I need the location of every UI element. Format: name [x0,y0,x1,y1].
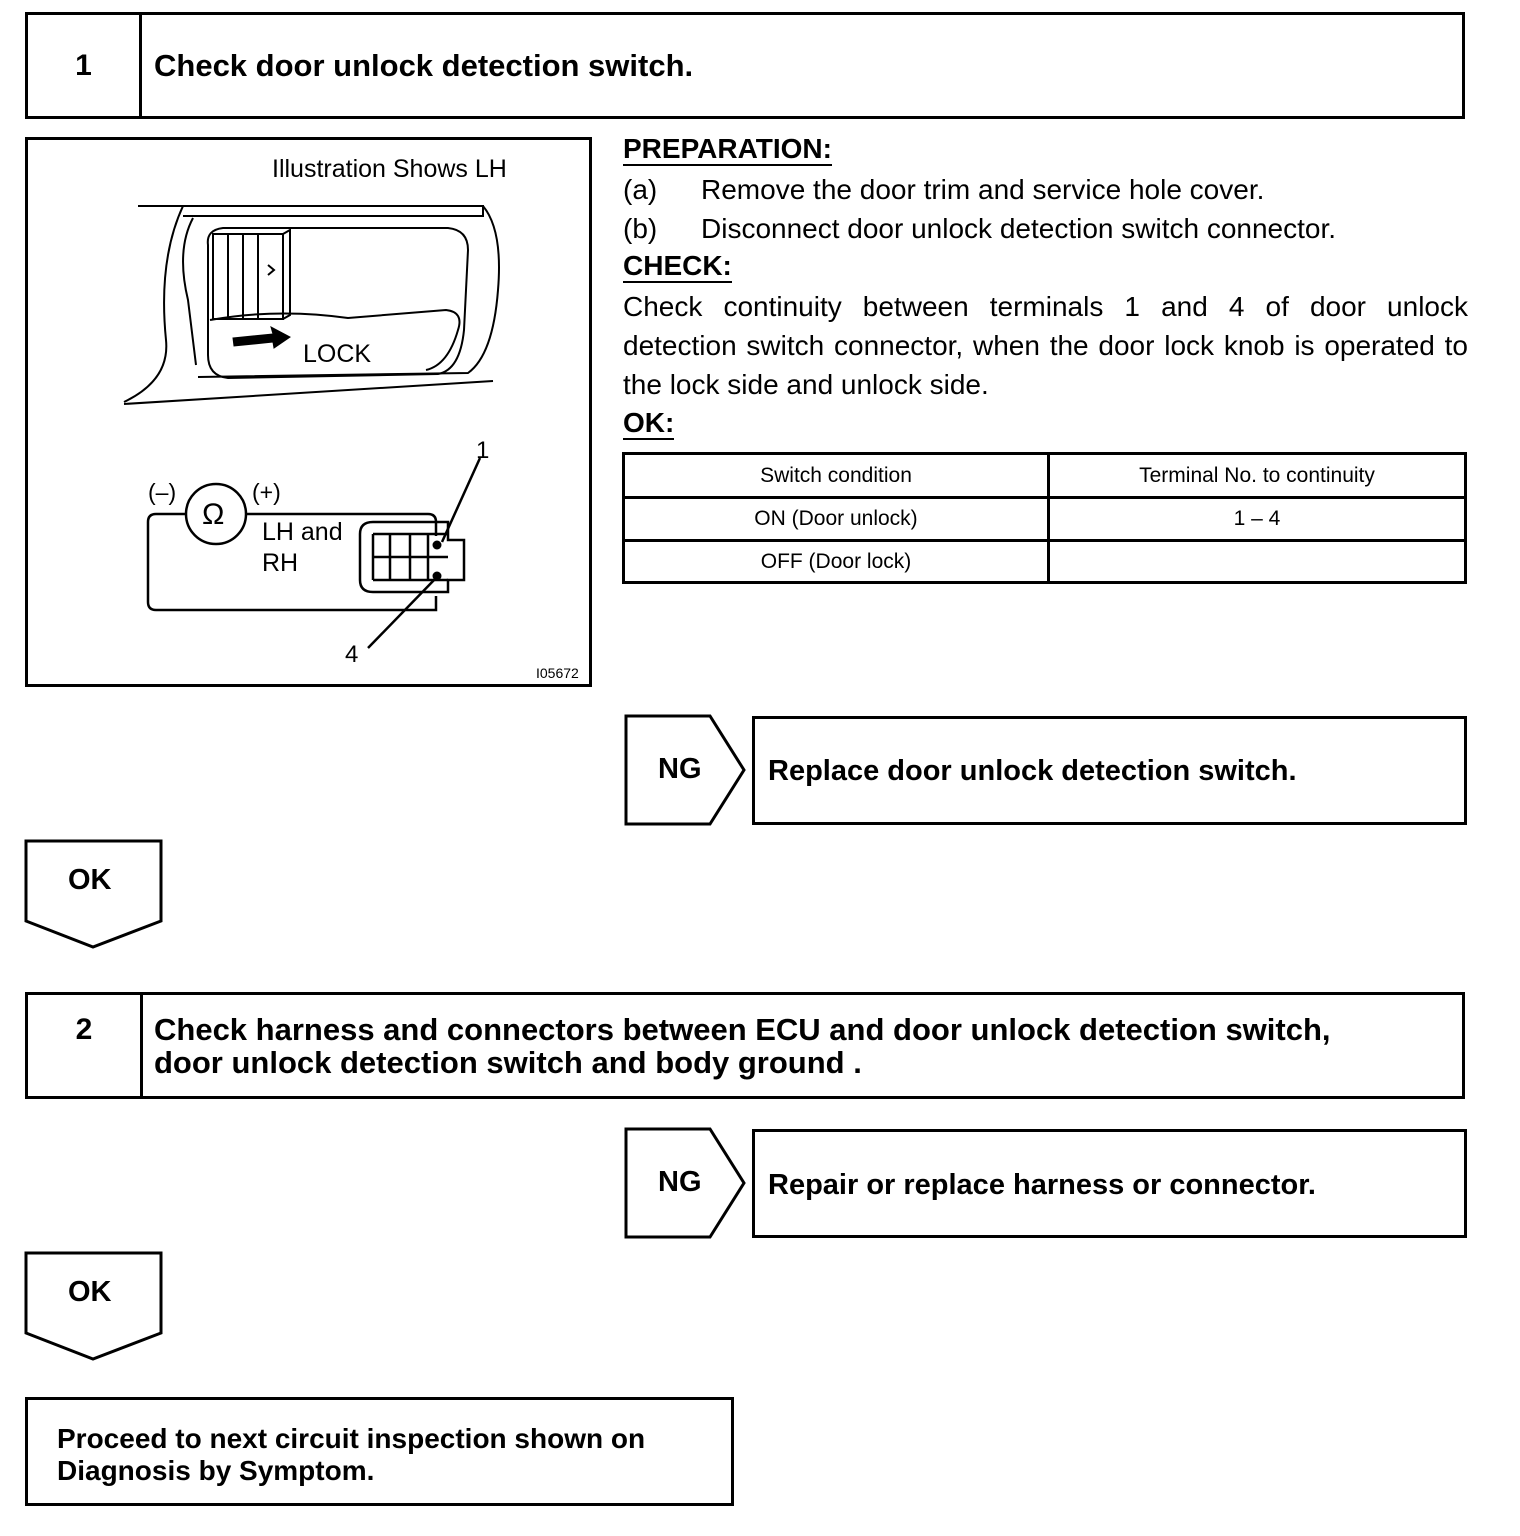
table-header-switch-condition: Switch condition [622,452,1050,499]
final-line2: Diagnosis by Symptom. [57,1455,375,1486]
prep-item-a-label: (a) [623,174,658,205]
final-instruction-box: Proceed to next circuit inspection shown… [25,1397,734,1506]
step2-title-line2: door unlock detection switch and body gr… [154,1045,862,1080]
check-heading: CHECK: [623,250,732,283]
ng1-tag-shape [624,714,746,826]
door-lock-illustration: Illustration Shows LH LOCK [123,155,579,681]
ohm-symbol: Ω [202,498,224,531]
terminal-1-dot [432,540,442,550]
plus-terminal-label: (+) [252,479,281,505]
table-cell: OFF (Door lock) [622,539,1050,584]
check-text: Check continuity between terminals 1 and… [623,291,1468,400]
final-line1: Proceed to next circuit inspection shown… [57,1423,646,1454]
lock-label: LOCK [303,340,371,368]
step2-title-line1: Check harness and connectors between ECU… [154,1012,1331,1047]
ok2-tag-shape [24,1251,163,1361]
ng2-tag: NG [658,1166,702,1198]
ng2-action: Repair or replace harness or connector. [768,1169,1316,1201]
lock-arrow-icon [232,326,291,349]
ng2-action-box: Repair or replace harness or connector. [752,1129,1467,1238]
ng2-tag-shape [624,1127,746,1239]
illustration-figure: Illustration Shows LH LOCK [25,137,592,687]
side-label-line2: RH [262,549,298,577]
table-cell: ON (Door unlock) [622,496,1050,542]
ok-table: Switch condition Terminal No. to continu… [622,452,1467,584]
ok2-tag: OK [68,1276,112,1308]
ok1-tag-shape [24,839,163,949]
prep-item-b-text: Disconnect door unlock detection switch … [701,213,1337,244]
ng1-action-box: Replace door unlock detection switch. [752,716,1467,825]
side-label-line1: LH and [262,518,343,546]
step1-number: 1 [28,15,142,116]
figure-id: I05672 [536,665,579,681]
illustration-caption: Illustration Shows LH [272,155,507,183]
ok-heading: OK: [623,407,675,440]
preparation-heading: PREPARATION: [623,133,832,166]
prep-item-b-label: (b) [623,213,658,244]
continuity-circuit [146,457,482,649]
prep-item-b: (b) Disconnect door unlock detection swit… [623,209,1336,248]
ok1-tag: OK [68,864,112,896]
prep-item-a-text: Remove the door trim and service hole co… [701,174,1265,205]
step2-number: 2 [28,995,143,1096]
ng1-action: Replace door unlock detection switch. [768,755,1297,787]
ohmmeter-icon [184,482,248,546]
step1-header: 1 Check door unlock detection switch. [25,12,1465,119]
table-cell: 1 – 4 [1047,496,1467,542]
prep-item-a: (a) Remove the door trim and service hole… [623,170,1264,209]
step1-title: Check door unlock detection switch. [154,48,694,83]
table-cell [1047,539,1467,584]
ng1-tag: NG [658,753,702,785]
terminal-1-label: 1 [476,437,489,464]
terminal-4-dot [432,571,442,581]
table-header-terminal: Terminal No. to continuity [1047,452,1467,499]
minus-terminal-label: (–) [148,479,176,505]
door-handle-sketch [123,205,500,405]
step2-header: 2 Check harness and connectors between E… [25,992,1465,1099]
terminal-4-label: 4 [345,641,358,668]
